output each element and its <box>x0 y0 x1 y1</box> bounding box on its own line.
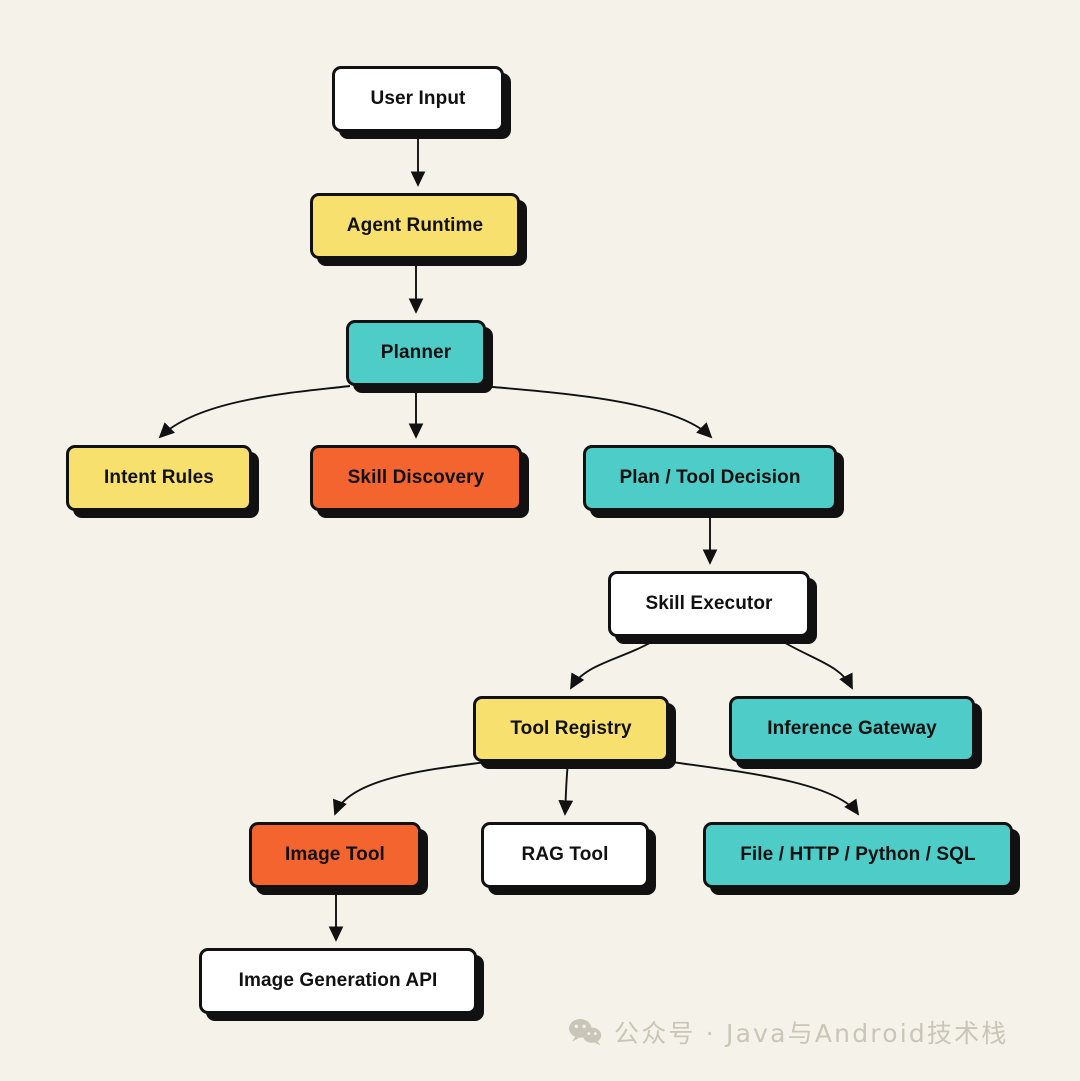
node-planner[interactable]: Planner <box>346 320 486 386</box>
edge-planner--plan-tool-decision <box>482 385 713 439</box>
node-label-planner: Planner <box>380 342 452 364</box>
node-label-skill-discovery: Skill Discovery <box>347 467 485 489</box>
edge-tool-registry--image-tool <box>332 761 488 816</box>
node-agent-runtime[interactable]: Agent Runtime <box>310 193 520 259</box>
node-label-skill-executor: Skill Executor <box>645 593 773 615</box>
edge-planner--intent-rules <box>158 385 351 439</box>
watermark: 公众号 · Java与Android技术栈 <box>568 1014 1009 1050</box>
node-plan-tool-decision[interactable]: Plan / Tool Decision <box>583 445 837 511</box>
node-tool-registry[interactable]: Tool Registry <box>473 696 669 762</box>
node-label-image-generation-api: Image Generation API <box>238 970 438 992</box>
node-rag-tool[interactable]: RAG Tool <box>481 822 649 888</box>
edge-tool-registry--rag-tool <box>558 761 574 816</box>
node-label-plan-tool-decision: Plan / Tool Decision <box>619 467 801 489</box>
edge-skill-executor--tool-registry <box>570 636 661 690</box>
node-label-user-input: User Input <box>370 88 466 110</box>
node-skill-discovery[interactable]: Skill Discovery <box>310 445 522 511</box>
node-label-file-http-python-sql: File / HTTP / Python / SQL <box>740 844 976 866</box>
node-inference-gateway[interactable]: Inference Gateway <box>729 696 975 762</box>
node-image-tool[interactable]: Image Tool <box>249 822 421 888</box>
node-user-input[interactable]: User Input <box>332 66 504 132</box>
edge-skill-executor--inference-gateway <box>774 636 853 690</box>
node-label-intent-rules: Intent Rules <box>104 467 214 489</box>
node-image-generation-api[interactable]: Image Generation API <box>199 948 477 1014</box>
node-file-http-python-sql[interactable]: File / HTTP / Python / SQL <box>703 822 1013 888</box>
edge-tool-registry--file-http-python-sql <box>671 761 860 816</box>
node-label-image-tool: Image Tool <box>285 844 385 866</box>
wechat-icon <box>569 1019 602 1046</box>
node-label-inference-gateway: Inference Gateway <box>767 718 937 740</box>
node-label-agent-runtime: Agent Runtime <box>346 215 484 237</box>
watermark-text: 公众号 · Java与Android技术栈 <box>614 1019 1009 1048</box>
node-skill-executor[interactable]: Skill Executor <box>608 571 810 637</box>
node-label-rag-tool: RAG Tool <box>521 844 609 866</box>
node-label-tool-registry: Tool Registry <box>510 718 632 740</box>
node-intent-rules[interactable]: Intent Rules <box>66 445 252 511</box>
